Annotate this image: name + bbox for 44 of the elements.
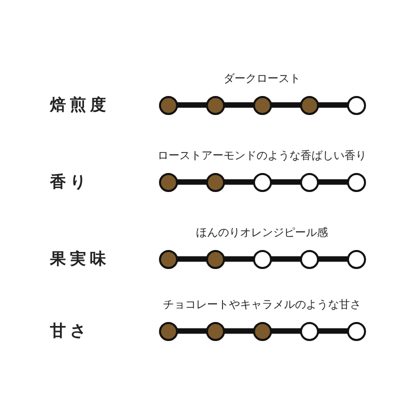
filled-rating-dot (158, 322, 178, 340)
rating-description: ほんのりオレンジピール感 (195, 226, 329, 240)
filled-rating-dot (300, 96, 318, 114)
connector-line (176, 179, 206, 185)
connector-line (270, 102, 300, 108)
connector-line (224, 328, 254, 334)
connector-line (318, 256, 348, 262)
connector-line (270, 328, 300, 334)
connector-line (318, 179, 348, 185)
empty-rating-dot (346, 250, 366, 268)
connector-line (176, 102, 206, 108)
filled-rating-dot (206, 322, 224, 340)
rating-description: チョコレートやキャラメルのような甘さ (162, 298, 362, 312)
empty-rating-dot (252, 250, 272, 268)
empty-rating-dot (346, 322, 366, 340)
empty-rating-dot (346, 172, 366, 192)
filled-rating-dot (158, 250, 178, 268)
category-label: 甘さ (50, 321, 91, 341)
rating-description: ダークロースト (222, 72, 302, 86)
empty-rating-dot (300, 322, 318, 340)
category-label: 香り (50, 172, 91, 192)
connector-line (224, 256, 254, 262)
connector-line (270, 256, 300, 262)
connector-line (176, 328, 206, 334)
filled-rating-dot (158, 172, 178, 192)
category-label: 焙煎度 (50, 95, 111, 115)
connector-line (224, 179, 254, 185)
connector-line (176, 256, 206, 262)
rating-description: ローストアーモンドのような香ばしい香り (156, 149, 368, 163)
empty-rating-dot (300, 250, 318, 268)
filled-rating-dot (252, 96, 272, 114)
empty-rating-dot (300, 172, 318, 192)
empty-rating-dot (252, 172, 272, 192)
filled-rating-dot (252, 322, 272, 340)
connector-line (270, 179, 300, 185)
filled-rating-dot (206, 96, 224, 114)
connector-line (224, 102, 254, 108)
connector-line (318, 102, 348, 108)
filled-rating-dot (206, 250, 224, 268)
category-label: 果実味 (50, 249, 111, 269)
connector-line (318, 328, 348, 334)
filled-rating-dot (158, 96, 178, 114)
filled-rating-dot (206, 172, 224, 192)
empty-rating-dot (346, 96, 366, 114)
